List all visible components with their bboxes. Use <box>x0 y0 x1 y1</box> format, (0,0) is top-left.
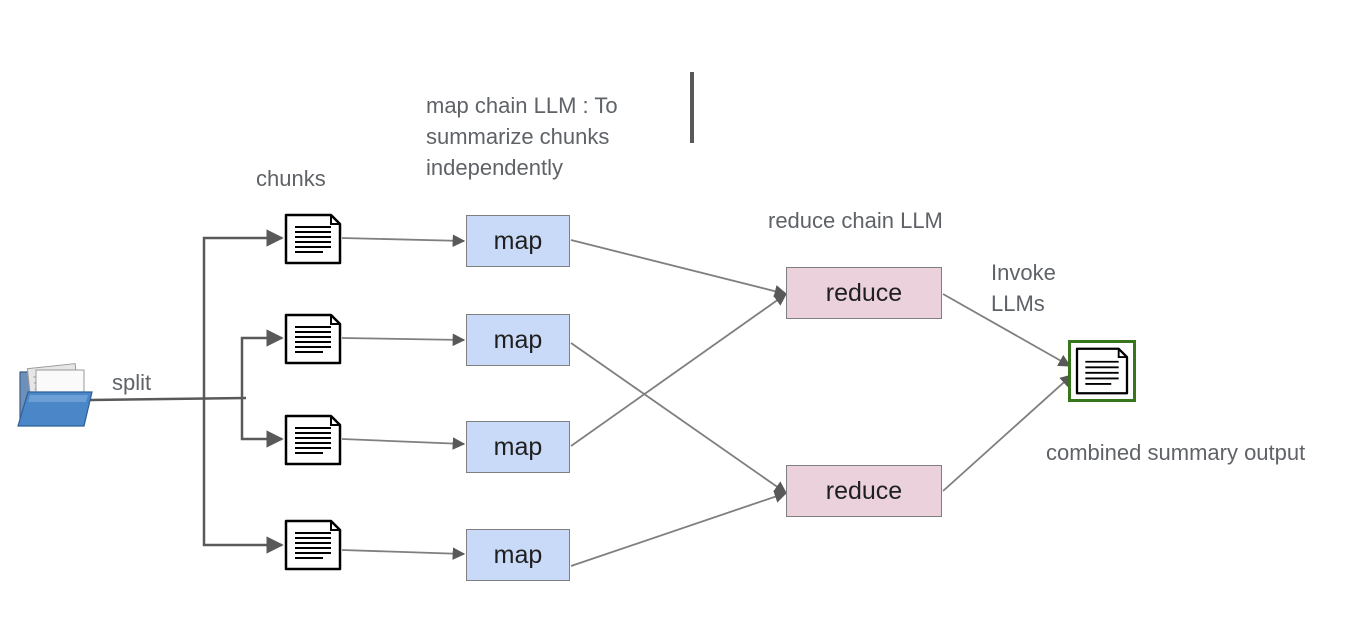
output-label: combined summary output <box>1046 440 1306 465</box>
edge-map-2-reduce-2 <box>570 342 788 494</box>
map-chain-label: map chain LLM : To summarize chunks inde… <box>426 90 618 183</box>
split-connectors <box>89 229 284 554</box>
edge-map-4-reduce-2 <box>570 490 788 567</box>
edge-source-chunk-2 <box>240 329 284 398</box>
split-label: split <box>112 370 152 395</box>
invoke-llms-label: Invoke LLMs <box>991 257 1056 319</box>
edge-map-3-reduce-1 <box>570 293 788 447</box>
vertical-divider <box>690 72 694 143</box>
edge-map-1-reduce-1 <box>570 239 788 298</box>
map-chain-label-line: independently <box>426 155 564 180</box>
reduce-box: reduce <box>786 465 942 517</box>
map-reduce-connectors <box>570 239 788 567</box>
invoke-llms-label-line: LLMs <box>991 291 1045 316</box>
map-box: map <box>466 215 570 267</box>
edge-chunk-3-map-3 <box>341 437 466 450</box>
map-chain-label-line: summarize chunks <box>426 124 610 149</box>
map-chain-label-line: map chain LLM : To <box>426 93 618 118</box>
chunk-document-icon <box>284 414 342 466</box>
reduce-output-connectors <box>942 293 1073 492</box>
edge-chunk-1-map-1 <box>341 234 466 248</box>
edge-chunk-2-map-2 <box>341 333 466 347</box>
edge-reduce-1-output <box>942 293 1072 367</box>
edge-reduce-2-output <box>942 374 1073 492</box>
output-document-icon <box>1075 347 1129 395</box>
reduce-chain-label: reduce chain LLM <box>768 208 943 233</box>
map-box: map <box>466 529 570 581</box>
output-node <box>1068 340 1136 402</box>
chunk-document-icon <box>284 519 342 571</box>
chunk-map-connectors <box>341 234 466 560</box>
map-box: map <box>466 421 570 473</box>
map-box: map <box>466 314 570 366</box>
reduce-box: reduce <box>786 267 942 319</box>
chunk-document-icon <box>284 313 342 365</box>
edge-source-chunk-3 <box>240 398 284 448</box>
edge-chunk-4-map-4 <box>341 547 466 560</box>
chunk-document-icon <box>284 213 342 265</box>
invoke-llms-label-line: Invoke <box>991 260 1056 285</box>
chunks-label: chunks <box>256 166 326 191</box>
edge-source-trunk <box>89 396 247 402</box>
edge-source-chunk-4 <box>202 398 284 554</box>
edge-source-chunk-1 <box>202 229 284 398</box>
open-folder-icon <box>17 363 93 427</box>
